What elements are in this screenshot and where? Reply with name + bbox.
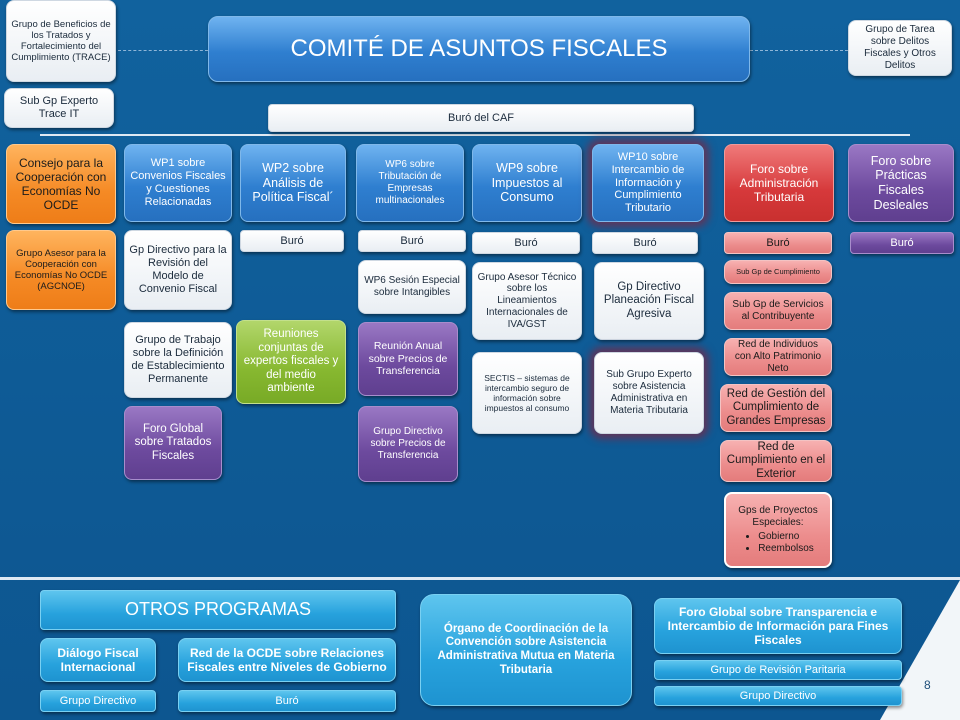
red-individuos-box: Red de Individuos con Alto Patrimonio Ne… <box>724 338 832 376</box>
gps-proyectos-box: Gps de Proyectos Especiales: Gobierno Re… <box>724 492 832 568</box>
tarea-delitos-box: Grupo de Tarea sobre Delitos Fiscales y … <box>848 20 952 76</box>
foro-admin-buro-box: Buró <box>724 232 832 254</box>
sub-servicios-box: Sub Gp de Servicios al Contribuyente <box>724 292 832 330</box>
dialogo-fiscal-box: Diálogo Fiscal Internacional <box>40 638 156 682</box>
wp10-box: WP10 sobre Intercambio de Información y … <box>592 144 704 222</box>
consejo-box: Consejo para la Cooperación con Economía… <box>6 144 116 224</box>
trace-it-box: Sub Gp Experto Trace IT <box>4 88 114 128</box>
wp6-buro-box: Buró <box>358 230 466 252</box>
page-number: 8 <box>924 678 931 692</box>
foro-global-directivo-box: Grupo Directivo <box>654 686 902 706</box>
foro-admin-box: Foro sobre Administración Tributaria <box>724 144 834 222</box>
wp1-grupo-trabajo-box: Grupo de Trabajo sobre la Definición de … <box>124 322 232 398</box>
gps-proyectos-list: Gobierno Reembolsos <box>742 531 814 555</box>
wp9-buro-box: Buró <box>472 232 580 254</box>
sub-cumplimiento-box: Sub Gp de Cumplimiento <box>724 260 832 284</box>
wp1-box: WP1 sobre Convenios Fiscales y Cuestione… <box>124 144 232 222</box>
wp9-asesor-box: Grupo Asesor Técnico sobre los Lineamien… <box>472 262 582 340</box>
red-ocde-box: Red de la OCDE sobre Relaciones Fiscales… <box>178 638 396 682</box>
page-title: COMITÉ DE ASUNTOS FISCALES <box>208 16 750 82</box>
wp10-gp-directivo-box: Gp Directivo Planeación Fiscal Agresiva <box>594 262 704 340</box>
wp1-gp-directivo-box: Gp Directivo para la Revisión del Modelo… <box>124 230 232 310</box>
foro-practicas-buro-box: Buró <box>850 232 954 254</box>
wp2-buro-box: Buró <box>240 230 344 252</box>
gps-item-gobierno: Gobierno <box>758 531 814 543</box>
wp9-sectis-box: SECTIS – sistemas de intercambio seguro … <box>472 352 582 434</box>
otros-programas-box: OTROS PROGRAMAS <box>40 590 396 630</box>
connector-right <box>750 50 848 51</box>
foro-global-transparencia-box: Foro Global sobre Transparencia e Interc… <box>654 598 902 654</box>
wp6-reunion-box: Reunión Anual sobre Precios de Transfere… <box>358 322 458 396</box>
agcnoe-box: Grupo Asesor para la Cooperación con Eco… <box>6 230 116 310</box>
connector-left <box>118 50 208 51</box>
red-grandes-box: Red de Gestión del Cumplimiento de Grand… <box>720 384 832 432</box>
red-exterior-box: Red de Cumplimiento en el Exterior <box>720 440 832 482</box>
divider-line-bottom <box>0 577 960 580</box>
buro-caf-box: Buró del CAF <box>268 104 694 132</box>
wp9-box: WP9 sobre Impuestos al Consumo <box>472 144 582 222</box>
red-ocde-buro-box: Buró <box>178 690 396 712</box>
wp6-sesion-box: WP6 Sesión Especial sobre Intangibles <box>358 260 466 314</box>
wp6-box: WP6 sobre Tributación de Empresas multin… <box>356 144 464 222</box>
trace-box: Grupo de Beneficios de los Tratados y Fo… <box>6 0 116 82</box>
divider-line-top <box>40 134 910 136</box>
gps-item-reembolsos: Reembolsos <box>758 543 814 555</box>
revision-paritaria-box: Grupo de Revisión Paritaria <box>654 660 902 680</box>
foro-practicas-box: Foro sobre Prácticas Fiscales Desleales <box>848 144 954 222</box>
wp10-sub-grupo-box: Sub Grupo Experto sobre Asistencia Admin… <box>594 352 704 434</box>
wp6-grupo-directivo-box: Grupo Directivo sobre Precios de Transfe… <box>358 406 458 482</box>
wp10-buro-box: Buró <box>592 232 698 254</box>
gps-proyectos-title: Gps de Proyectos Especiales: <box>738 505 818 529</box>
wp1-foro-global-box: Foro Global sobre Tratados Fiscales <box>124 406 222 480</box>
wp2-reuniones-box: Reuniones conjuntas de expertos fiscales… <box>236 320 346 404</box>
organo-coordinacion-box: Órgano de Coordinación de la Convención … <box>420 594 632 706</box>
wp2-box: WP2 sobre Análisis de Política Fiscal´ <box>240 144 346 222</box>
dialogo-directivo-box: Grupo Directivo <box>40 690 156 712</box>
